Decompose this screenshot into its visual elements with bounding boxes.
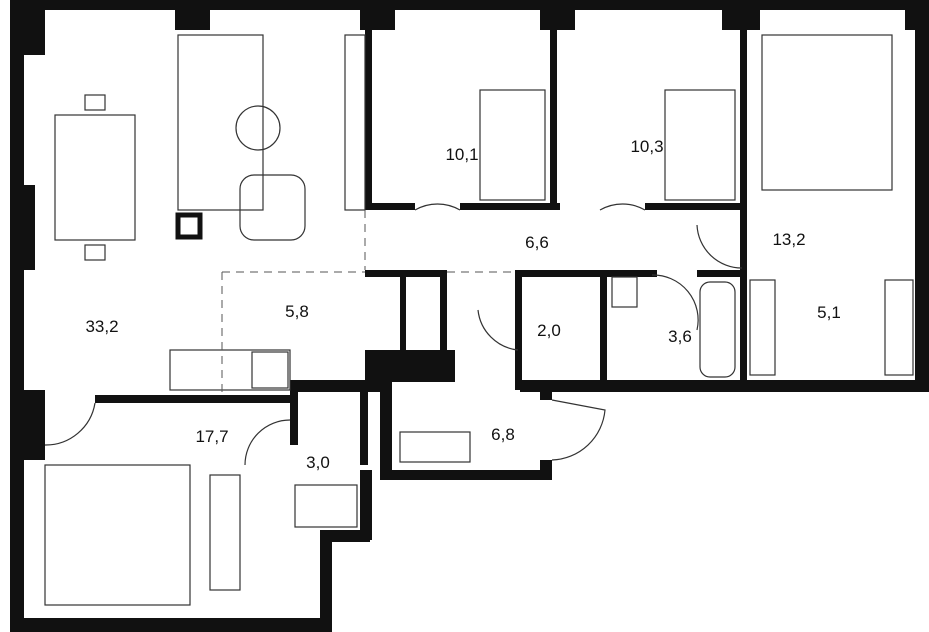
room-area-wardrobe: 5,1 bbox=[817, 303, 841, 322]
room-area-hall: 6,6 bbox=[525, 233, 549, 252]
walls bbox=[10, 0, 929, 632]
zone-boundaries bbox=[221, 210, 515, 395]
room-area-entrance-hall: 6,8 bbox=[491, 425, 515, 444]
room-area-living-kitchen: 33,2 bbox=[85, 317, 119, 336]
room-area-kitchen-zone: 5,8 bbox=[285, 302, 309, 321]
room-area-bedroom-3: 17,7 bbox=[195, 427, 229, 446]
room-area-bathroom-1: 3,6 bbox=[668, 327, 692, 346]
room-area-bedroom-2: 10,3 bbox=[630, 137, 664, 156]
room-area-wc-1: 2,0 bbox=[537, 321, 561, 340]
furniture-and-doors bbox=[44, 34, 914, 606]
room-area-bedroom-1: 10,1 bbox=[445, 145, 479, 164]
room-area-bathroom-2: 3,0 bbox=[306, 453, 330, 472]
room-area-master-bedroom: 13,2 bbox=[772, 230, 806, 249]
